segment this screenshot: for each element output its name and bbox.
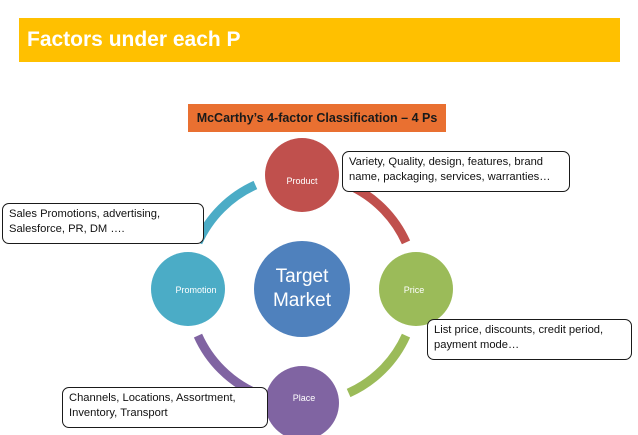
header-bar: Factors under each P bbox=[19, 18, 620, 62]
callout-price-line2: payment mode… bbox=[434, 339, 520, 351]
page-title: Factors under each P bbox=[27, 28, 241, 51]
center-label: Target Market bbox=[273, 265, 331, 313]
callout-promotion-line1: Sales Promotions, advertising, bbox=[9, 208, 161, 220]
node-price bbox=[379, 252, 453, 326]
callout-promotion-line2: Salesforce, PR, DM …. bbox=[9, 223, 125, 235]
node-label-promotion: Promotion bbox=[175, 285, 217, 295]
callout-price-line1: List price, discounts, credit period, bbox=[434, 324, 604, 336]
diagram-subtitle: McCarthy’s 4-factor Classification – 4 P… bbox=[188, 104, 446, 132]
arc-promotion-product bbox=[193, 180, 258, 245]
center-label-line2: Market bbox=[272, 290, 332, 311]
callout-product-line1: Variety, Quality, design, features, bran… bbox=[349, 156, 544, 168]
arc-price-place bbox=[346, 333, 411, 398]
node-label-product: Product bbox=[286, 176, 318, 186]
callout-promotion: Sales Promotions, advertising, Salesforc… bbox=[2, 203, 204, 244]
arc-product-price bbox=[346, 180, 411, 245]
callout-place: Channels, Locations, Assortment, Invento… bbox=[62, 387, 268, 428]
callout-product-line2: name, packaging, services, warranties… bbox=[349, 171, 551, 183]
node-label-place: Place bbox=[292, 393, 316, 403]
center-circle bbox=[254, 241, 350, 337]
node-label-price: Price bbox=[403, 285, 425, 295]
callout-price: List price, discounts, credit period, pa… bbox=[427, 319, 632, 360]
callout-place-line1: Channels, Locations, Assortment, bbox=[69, 392, 236, 404]
callout-product: Variety, Quality, design, features, bran… bbox=[342, 151, 570, 192]
callout-place-line2: Inventory, Transport bbox=[69, 407, 168, 419]
node-promotion bbox=[151, 252, 225, 326]
node-product bbox=[265, 138, 339, 212]
arc-place-promotion bbox=[193, 333, 258, 398]
node-place bbox=[265, 366, 339, 435]
center-label-line1: Target bbox=[275, 266, 329, 287]
